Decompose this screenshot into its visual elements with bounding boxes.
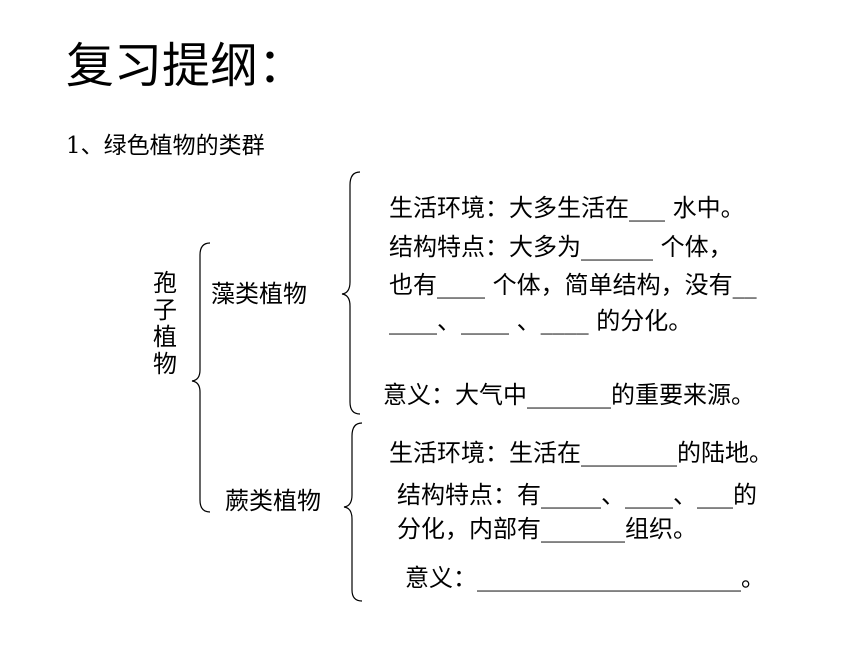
algae-significance: 意义：大气中_______的重要来源。 [383,381,755,409]
label-char: 植 [153,323,177,351]
algae-structure-1: 结构特点：大多为______ 个体， [389,233,733,261]
fern-brace [343,422,363,602]
algae-habitat: 生活环境：大多生活在___ 水中。 [389,194,745,222]
algae-structure-3: ____、____ 、____ 的分化。 [389,307,693,335]
section-heading: 1、绿色植物的类群 [66,133,265,159]
label-char: 孢 [153,269,177,297]
fern-significance: 意义：______________________。 [405,564,765,592]
page-title: 复习提纲： [66,38,307,94]
fern-label: 蕨类植物 [225,487,321,515]
fern-structure-1: 结构特点：有_____、____、___的 [397,481,757,509]
label-char: 子 [153,296,177,324]
fern-structure-2: 分化，内部有_______组织。 [397,515,697,543]
algae-structure-2: 也有____ 个体，简单结构，没有__ [389,271,757,299]
algae-brace [341,171,361,415]
outer-brace [191,242,211,513]
label-char: 物 [153,350,177,378]
spore-plants-label: 孢 子 植 物 [150,270,180,378]
fern-habitat: 生活环境：生活在________的陆地。 [389,439,773,467]
algae-label: 藻类植物 [211,280,307,308]
